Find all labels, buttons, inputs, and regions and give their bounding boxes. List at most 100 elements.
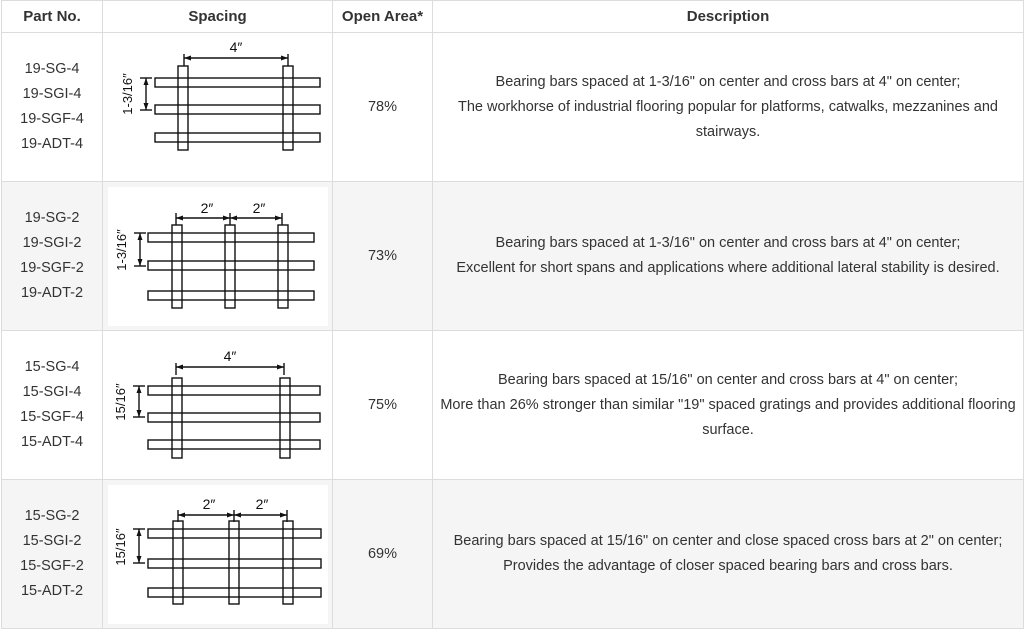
part-number: 19-SGF-4 <box>20 111 84 127</box>
arrowhead <box>177 512 185 517</box>
spacing-cell: 4″ 15/16″ <box>102 330 333 480</box>
part-number: 19-ADT-4 <box>20 136 84 152</box>
bearing-bar-spacing-label: 1-3/16″ <box>114 228 129 270</box>
header-open-area: Open Area* <box>332 0 433 33</box>
cross-bar-spacing-label: 4″ <box>229 39 242 55</box>
spacing-cell: 2″ 2″ 1-3/16″ <box>102 181 333 331</box>
description-cell: Bearing bars spaced at 1-3/16" on center… <box>432 32 1024 182</box>
part-number: 15-ADT-4 <box>20 434 84 450</box>
arrowhead <box>175 364 183 369</box>
spacing-diagram-panel: 4″ 1-3/16″ <box>107 37 328 177</box>
cross-bar-spacing-label: 4″ <box>223 348 236 364</box>
bearing-bar <box>146 289 315 301</box>
grating-spacing-diagram: 4″ 15/16″ <box>113 348 321 459</box>
part-numbers-cell: 15-SG-2 15-SGI-2 15-SGF-2 15-ADT-2 <box>1 479 103 629</box>
part-numbers-cell: 15-SG-4 15-SGI-4 15-SGF-4 15-ADT-4 <box>1 330 103 480</box>
open-area-value: 75% <box>332 330 433 480</box>
cross-bar <box>170 223 183 309</box>
cross-bar <box>171 519 184 605</box>
cross-bar <box>276 223 289 309</box>
part-number: 15-SGF-2 <box>20 558 84 574</box>
bearing-bar-spacing-label: 15/16″ <box>113 383 128 421</box>
description-line: Bearing bars spaced at 15/16" on center … <box>497 371 959 388</box>
table-row: 19-SG-4 19-SGI-4 19-SGF-4 19-ADT-4 4″ <box>1 32 1024 182</box>
header-spacing: Spacing <box>102 0 333 33</box>
bearing-bar <box>146 586 322 598</box>
open-area-value: 73% <box>332 181 433 331</box>
part-number: 19-SG-4 <box>24 61 80 77</box>
spacing-diagram-panel: 2″ 2″ 1-3/16″ <box>107 186 328 326</box>
cross-bar <box>223 223 236 309</box>
arrowhead <box>137 258 142 266</box>
arrowhead <box>183 55 191 60</box>
header-part-no: Part No. <box>1 0 103 33</box>
part-number: 19-SGF-2 <box>20 260 84 276</box>
arrowhead <box>175 215 183 220</box>
bearing-bar <box>146 438 321 450</box>
part-number: 19-SG-2 <box>24 210 80 226</box>
bearing-bar <box>146 411 321 423</box>
cross-bar-spacing-label: 2″ <box>255 496 268 512</box>
bearing-bar-spacing-label: 15/16″ <box>113 528 128 566</box>
description-line: The workhorse of industrial flooring pop… <box>458 98 998 140</box>
cross-bar <box>278 376 291 459</box>
cross-bar-spacing-label: 2″ <box>252 200 265 216</box>
header-row: Part No. Spacing Open Area* Description <box>1 0 1024 33</box>
description-line: Bearing bars spaced at 15/16" on center … <box>453 533 1003 549</box>
description-cell: Bearing bars spaced at 1-3/16" on center… <box>432 181 1024 331</box>
spacing-cell: 2″ 2″ 15/16″ <box>102 479 333 629</box>
bearing-bar <box>146 557 322 569</box>
description-line: Excellent for short spans and applicatio… <box>456 260 1000 276</box>
table-row: 19-SG-2 19-SGI-2 19-SGF-2 19-ADT-2 <box>1 181 1024 331</box>
open-area-value: 69% <box>332 479 433 629</box>
grating-spacing-diagram: 2″ 2″ 1-3/16″ <box>114 200 315 309</box>
header-description: Description <box>432 0 1024 33</box>
description-cell: Bearing bars spaced at 15/16" on center … <box>432 479 1024 629</box>
cross-bar <box>227 519 240 605</box>
bearing-bar <box>153 103 321 115</box>
arrowhead <box>137 232 142 240</box>
part-number: 15-SGI-2 <box>22 533 82 549</box>
description-line: More than 26% stronger than similar "19"… <box>440 396 1016 438</box>
part-number: 15-ADT-2 <box>20 583 84 599</box>
part-number: 15-SGI-4 <box>22 384 82 400</box>
cross-bar <box>281 519 294 605</box>
arrowhead <box>136 555 141 563</box>
arrowhead <box>276 364 284 369</box>
arrowhead <box>280 55 288 60</box>
arrowhead <box>136 385 141 393</box>
description-line: Provides the advantage of closer spaced … <box>503 558 953 574</box>
part-numbers-cell: 19-SG-2 19-SGI-2 19-SGF-2 19-ADT-2 <box>1 181 103 331</box>
grating-spacing-diagram: 4″ 1-3/16″ <box>120 39 321 151</box>
cross-bar <box>176 64 189 151</box>
arrowhead <box>274 215 282 220</box>
bearing-bar <box>146 384 321 396</box>
part-number: 15-SG-2 <box>24 508 80 524</box>
bearing-bar-spacing-label: 1-3/16″ <box>120 72 135 114</box>
table-row: 15-SG-4 15-SGI-4 15-SGF-4 15-ADT-4 4″ <box>1 330 1024 480</box>
spacing-diagram-panel: 4″ 15/16″ <box>107 335 328 475</box>
cross-bar <box>281 64 294 151</box>
part-numbers-cell: 19-SG-4 19-SGI-4 19-SGF-4 19-ADT-4 <box>1 32 103 182</box>
arrowhead <box>222 215 230 220</box>
part-number: 19-SGI-4 <box>22 86 82 102</box>
part-number: 19-SGI-2 <box>22 235 82 251</box>
bearing-bar <box>153 131 321 143</box>
arrowhead <box>136 528 141 536</box>
arrowhead <box>226 512 234 517</box>
table-row: 15-SG-2 15-SGI-2 15-SGF-2 15-ADT-2 <box>1 479 1024 629</box>
bearing-bar <box>146 259 315 271</box>
bearing-bar <box>146 527 322 539</box>
grating-spacing-diagram: 2″ 2″ 15/16″ <box>113 496 322 605</box>
arrowhead <box>143 77 148 85</box>
spacing-diagram-panel: 2″ 2″ 15/16″ <box>107 484 328 624</box>
description-line: Bearing bars spaced at 1-3/16" on center… <box>495 235 961 251</box>
bearing-bar <box>153 76 321 88</box>
arrowhead <box>143 102 148 110</box>
part-number: 15-SG-4 <box>24 359 80 375</box>
cross-bar-spacing-label: 2″ <box>202 496 215 512</box>
cross-bar <box>170 376 183 459</box>
part-number: 15-SGF-4 <box>20 409 84 425</box>
spacing-cell: 4″ 1-3/16″ <box>102 32 333 182</box>
